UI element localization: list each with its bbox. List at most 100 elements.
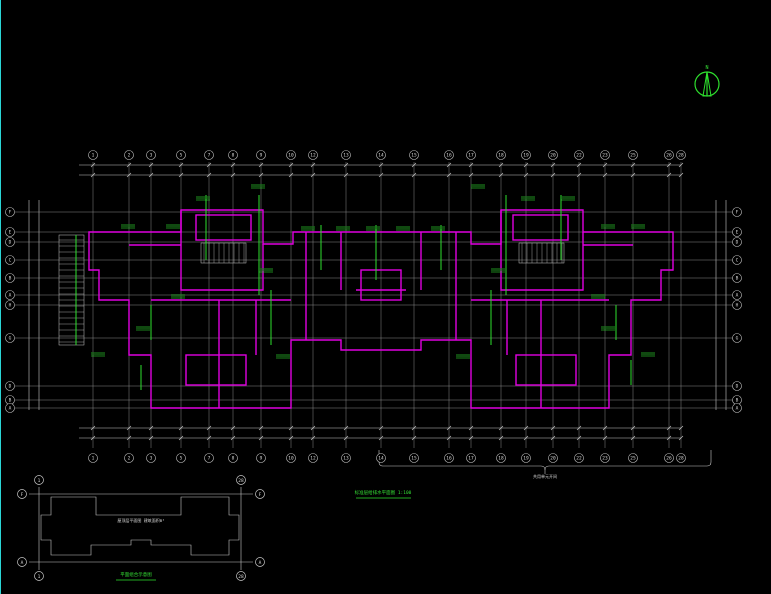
- stair-hatching: [58, 234, 565, 346]
- axis-bubble-bottom-2: 2: [124, 453, 134, 463]
- svg-text:22: 22: [576, 153, 582, 159]
- svg-text:17: 17: [468, 456, 474, 462]
- axis-bubble-right-G: G: [732, 333, 742, 343]
- axis-bubble-right-C: C: [732, 255, 742, 265]
- svg-text:D: D: [736, 240, 739, 246]
- axis-bubble-bottom-10: 10: [286, 453, 296, 463]
- north-arrow-label: N: [705, 65, 708, 71]
- svg-text:D: D: [736, 384, 739, 390]
- axis-bubble-left-C: C: [5, 255, 15, 265]
- axis-bubble-left-E: E: [5, 227, 15, 237]
- axis-bubble-right-B: B: [732, 273, 742, 283]
- svg-text:28: 28: [678, 456, 684, 462]
- axis-bubble-bottom-20: 20: [548, 453, 558, 463]
- axis-bubble-bottom-18: 18: [496, 453, 506, 463]
- key-plan-axis-bubble-right-top: F: [255, 489, 265, 499]
- svg-text:13: 13: [343, 153, 349, 159]
- svg-text:C: C: [9, 258, 12, 264]
- axis-bubble-bottom-22: 22: [574, 453, 584, 463]
- svg-text:28: 28: [238, 478, 244, 484]
- axis-bubble-top-16: 16: [444, 150, 454, 160]
- key-plan-axis-bubble-bottom-left: 1: [34, 571, 44, 581]
- svg-text:15: 15: [411, 153, 417, 159]
- axis-bubble-top-5: 5: [176, 150, 186, 160]
- svg-text:14: 14: [378, 456, 384, 462]
- svg-text:28: 28: [238, 574, 244, 580]
- svg-text:F: F: [259, 492, 262, 498]
- pipe-risers: [75, 195, 632, 390]
- svg-text:1: 1: [92, 456, 95, 462]
- svg-text:12: 12: [310, 153, 316, 159]
- svg-text:5: 5: [180, 153, 183, 159]
- svg-text:2: 2: [128, 153, 131, 159]
- svg-text:16: 16: [446, 153, 452, 159]
- svg-text:28: 28: [678, 153, 684, 159]
- svg-text:A: A: [736, 293, 739, 299]
- axis-bubble-top-20: 20: [548, 150, 558, 160]
- svg-text:9: 9: [260, 456, 263, 462]
- key-plan-inner-label: 屋顶层平面图 建筑面积m²: [117, 517, 164, 523]
- axis-bubble-top-8: 8: [228, 150, 238, 160]
- axis-bubble-top-9: 9: [256, 150, 266, 160]
- axis-bubble-top-1: 1: [88, 150, 98, 160]
- axis-bubble-bottom-9: 9: [256, 453, 266, 463]
- svg-text:17: 17: [468, 153, 474, 159]
- svg-text:A: A: [21, 560, 24, 566]
- dimension-lines: [28, 164, 727, 474]
- axis-bubble-bottom-19: 19: [521, 453, 531, 463]
- key-plan-axis-bubble-right-bottom: A: [255, 557, 265, 567]
- axis-bubble-top-25: 25: [628, 150, 638, 160]
- plan-title: 标准层给排水平面图 1:100: [355, 489, 412, 496]
- axis-bubble-top-22: 22: [574, 150, 584, 160]
- axis-bubble-bottom-8: 8: [228, 453, 238, 463]
- axis-bubble-left-H: H: [5, 300, 15, 310]
- axis-bubble-bottom-28: 28: [676, 453, 686, 463]
- svg-text:D: D: [9, 240, 12, 246]
- axis-bubble-bottom-3: 3: [146, 453, 156, 463]
- svg-text:18: 18: [498, 153, 504, 159]
- svg-text:23: 23: [602, 153, 608, 159]
- axis-bubble-right-A: A: [732, 403, 742, 413]
- svg-text:14: 14: [378, 153, 384, 159]
- axis-bubble-right-F: F: [732, 207, 742, 217]
- svg-text:B: B: [9, 276, 12, 282]
- svg-text:22: 22: [576, 456, 582, 462]
- svg-text:18: 18: [498, 456, 504, 462]
- svg-text:20: 20: [550, 456, 556, 462]
- svg-text:E: E: [9, 230, 12, 236]
- key-plan-axis-bubble-top-left: 1: [34, 475, 44, 485]
- axis-bubble-left-F: F: [5, 207, 15, 217]
- svg-text:20: 20: [550, 153, 556, 159]
- axis-bubble-top-7: 7: [204, 150, 214, 160]
- axis-bubble-right-A: A: [732, 290, 742, 300]
- north-arrow-icon: N: [694, 65, 720, 97]
- axis-bubble-left-D: D: [5, 237, 15, 247]
- axis-bubble-right-D: D: [732, 381, 742, 391]
- svg-text:10: 10: [288, 153, 294, 159]
- svg-text:F: F: [736, 210, 739, 216]
- svg-text:H: H: [736, 303, 739, 309]
- svg-text:9: 9: [260, 153, 263, 159]
- axis-bubble-bottom-15: 15: [409, 453, 419, 463]
- svg-text:2: 2: [128, 456, 131, 462]
- svg-text:3: 3: [150, 153, 153, 159]
- axis-bubble-bottom-17: 17: [466, 453, 476, 463]
- svg-text:15: 15: [411, 456, 417, 462]
- svg-text:19: 19: [523, 153, 529, 159]
- axis-bubble-top-14: 14: [376, 150, 386, 160]
- axis-bubble-top-17: 17: [466, 150, 476, 160]
- svg-text:23: 23: [602, 456, 608, 462]
- svg-text:25: 25: [630, 153, 636, 159]
- axis-bubble-left-D: D: [5, 381, 15, 391]
- svg-text:26: 26: [666, 456, 672, 462]
- axis-bubble-bottom-16: 16: [444, 453, 454, 463]
- axis-bubble-top-19: 19: [521, 150, 531, 160]
- svg-text:B: B: [9, 398, 12, 404]
- svg-text:7: 7: [208, 153, 211, 159]
- svg-text:A: A: [259, 560, 262, 566]
- axis-bubble-bottom-13: 13: [341, 453, 351, 463]
- axis-bubble-left-A: A: [5, 403, 15, 413]
- axis-bubble-right-E: E: [732, 227, 742, 237]
